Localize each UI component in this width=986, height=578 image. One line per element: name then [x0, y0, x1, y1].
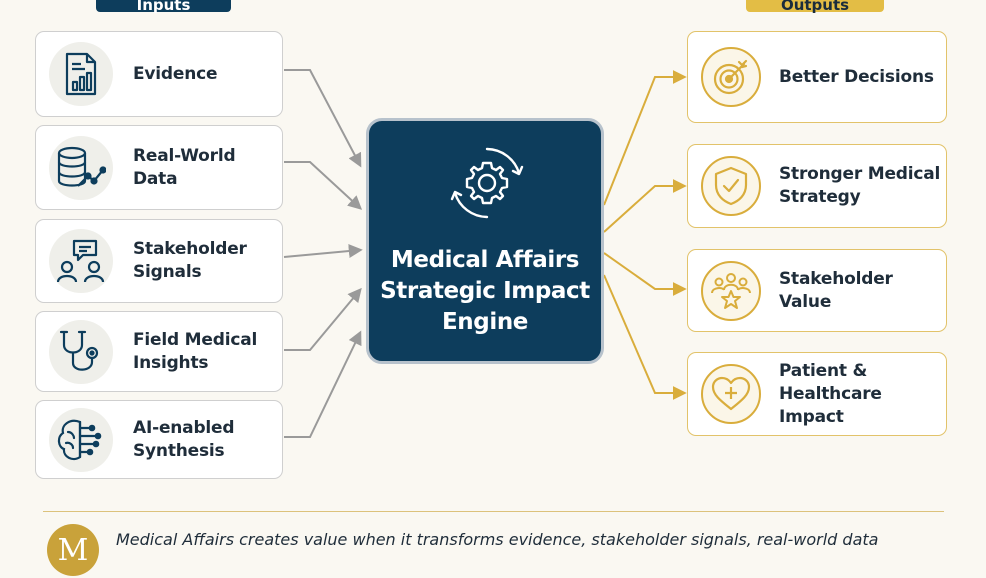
input-label: Real-World Data [133, 145, 236, 189]
connector-stakeholder-value [603, 252, 687, 296]
strategic-impact-engine: Medical Affairs Strategic Impact Engine [366, 118, 604, 364]
outputs-heading: Outputs [746, 0, 884, 14]
output-label: Stronger Medical Strategy [779, 164, 941, 207]
input-card-real-world-data[interactable]: Real-World Data [35, 125, 283, 210]
database-chart-icon [57, 146, 106, 187]
connector-stronger-strategy [603, 179, 687, 233]
gear-cycle-icon [450, 147, 524, 219]
input-card-ai-synthesis[interactable]: AI-enabled Synthesis [35, 400, 283, 479]
connector-ai-synthesis [284, 330, 362, 438]
footer-summary: Medical Affairs creates value when it tr… [116, 530, 879, 549]
connector-better-decisions [603, 70, 687, 206]
inputs-heading: Inputs [96, 0, 231, 14]
connector-stakeholder-signals [283, 244, 363, 258]
footer-logo: M [47, 524, 99, 576]
connector-arrows [283, 69, 687, 438]
connector-field-medical [284, 287, 362, 351]
input-label: Field Medical Insights [133, 329, 258, 373]
target-arrow-icon [713, 59, 748, 95]
output-card-better-decisions[interactable]: Better Decisions [687, 31, 947, 123]
input-label: AI-enabled Synthesis [133, 417, 235, 461]
stethoscope-icon [59, 330, 99, 371]
connector-evidence [284, 69, 362, 168]
input-card-evidence[interactable]: Evidence [35, 31, 283, 117]
shield-check-icon [714, 166, 748, 206]
document-chart-icon [65, 52, 97, 96]
input-label: Stakeholder Signals [133, 239, 247, 282]
engine-title: Medical Affairs Strategic Impact Engine [380, 247, 590, 335]
output-card-patient-impact[interactable]: Patient & Healthcare Impact [687, 352, 947, 436]
input-label: Evidence [133, 63, 218, 84]
output-card-stakeholder-value[interactable]: Stakeholder Value [687, 249, 947, 332]
input-card-stakeholder-signals[interactable]: Stakeholder Signals [35, 219, 283, 303]
connector-real-world-data [284, 161, 363, 210]
people-chat-icon [57, 239, 105, 283]
output-card-stronger-strategy[interactable]: Stronger Medical Strategy [687, 144, 947, 228]
output-label: Better Decisions [779, 66, 934, 87]
output-label: Patient & Healthcare Impact [779, 360, 882, 427]
brain-circuit-icon [57, 419, 102, 460]
people-star-icon [711, 272, 751, 309]
connector-patient-impact [603, 274, 687, 400]
input-card-field-medical[interactable]: Field Medical Insights [35, 311, 283, 392]
heart-plus-icon [711, 376, 751, 411]
output-label: Stakeholder Value [779, 268, 893, 312]
footer-divider [43, 511, 944, 512]
